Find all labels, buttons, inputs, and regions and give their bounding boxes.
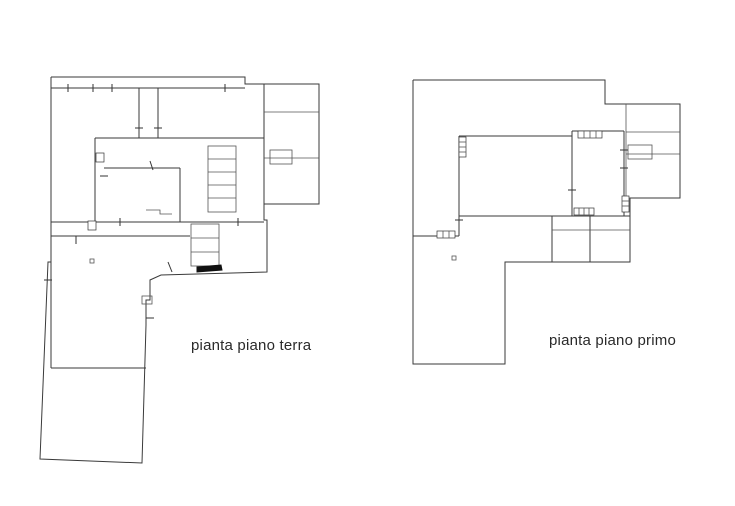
first-floor-hatched-elements xyxy=(436,130,630,239)
ground-floor-chimney xyxy=(95,152,105,163)
first-floor-plan xyxy=(412,79,681,365)
ground-floor-fill-mark xyxy=(196,264,223,273)
ground-floor-stairs xyxy=(190,145,237,267)
first-floor-outline xyxy=(412,79,681,365)
ground-floor-annex xyxy=(263,83,320,205)
ground-floor-caption: pianta piano terra xyxy=(191,337,312,354)
ground-floor-door-marks xyxy=(44,84,239,319)
first-floor-door-marks xyxy=(455,149,628,221)
ground-floor-plan xyxy=(39,76,320,464)
first-floor-caption: pianta piano primo xyxy=(549,332,677,349)
ground-floor-outline xyxy=(39,76,268,464)
